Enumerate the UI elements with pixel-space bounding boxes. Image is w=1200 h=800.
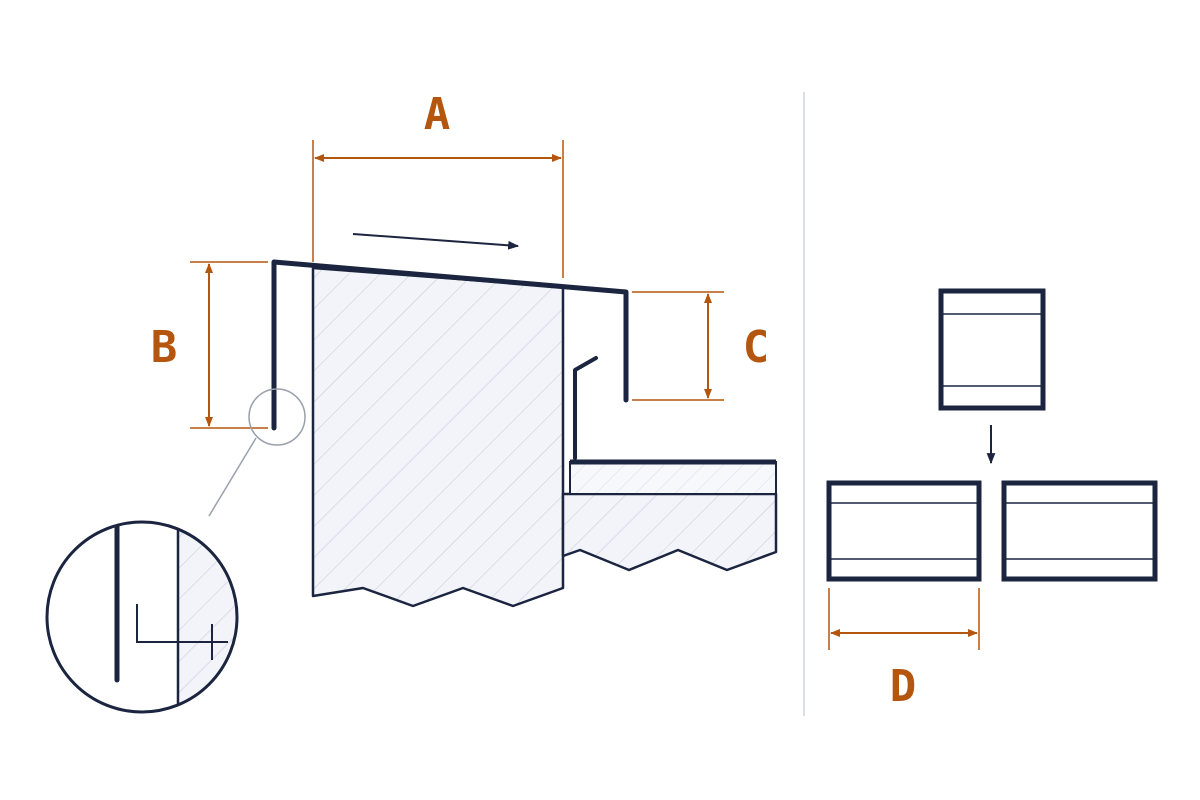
dimension-label-a: A (423, 89, 451, 140)
dimension-label-b: B (150, 322, 178, 373)
detail-callout (208, 388, 306, 517)
profile-top-view (938, 288, 1046, 411)
magnified-detail (45, 520, 239, 714)
dimension-b (190, 261, 268, 429)
profile-joint-left (826, 480, 982, 582)
clip-profile (573, 356, 598, 460)
floor-finish-layer (569, 459, 777, 495)
dimension-label-c: C (742, 322, 770, 373)
arrow-right-icon (352, 233, 520, 250)
trim-profile (271, 259, 629, 431)
substrate-block (311, 266, 565, 608)
profile-joint-right (1001, 480, 1158, 582)
dimension-c (632, 291, 724, 401)
adjacent-slab (561, 492, 778, 572)
dimension-d (828, 588, 980, 650)
dimension-label-d: D (889, 661, 917, 712)
dimension-a (312, 140, 564, 278)
